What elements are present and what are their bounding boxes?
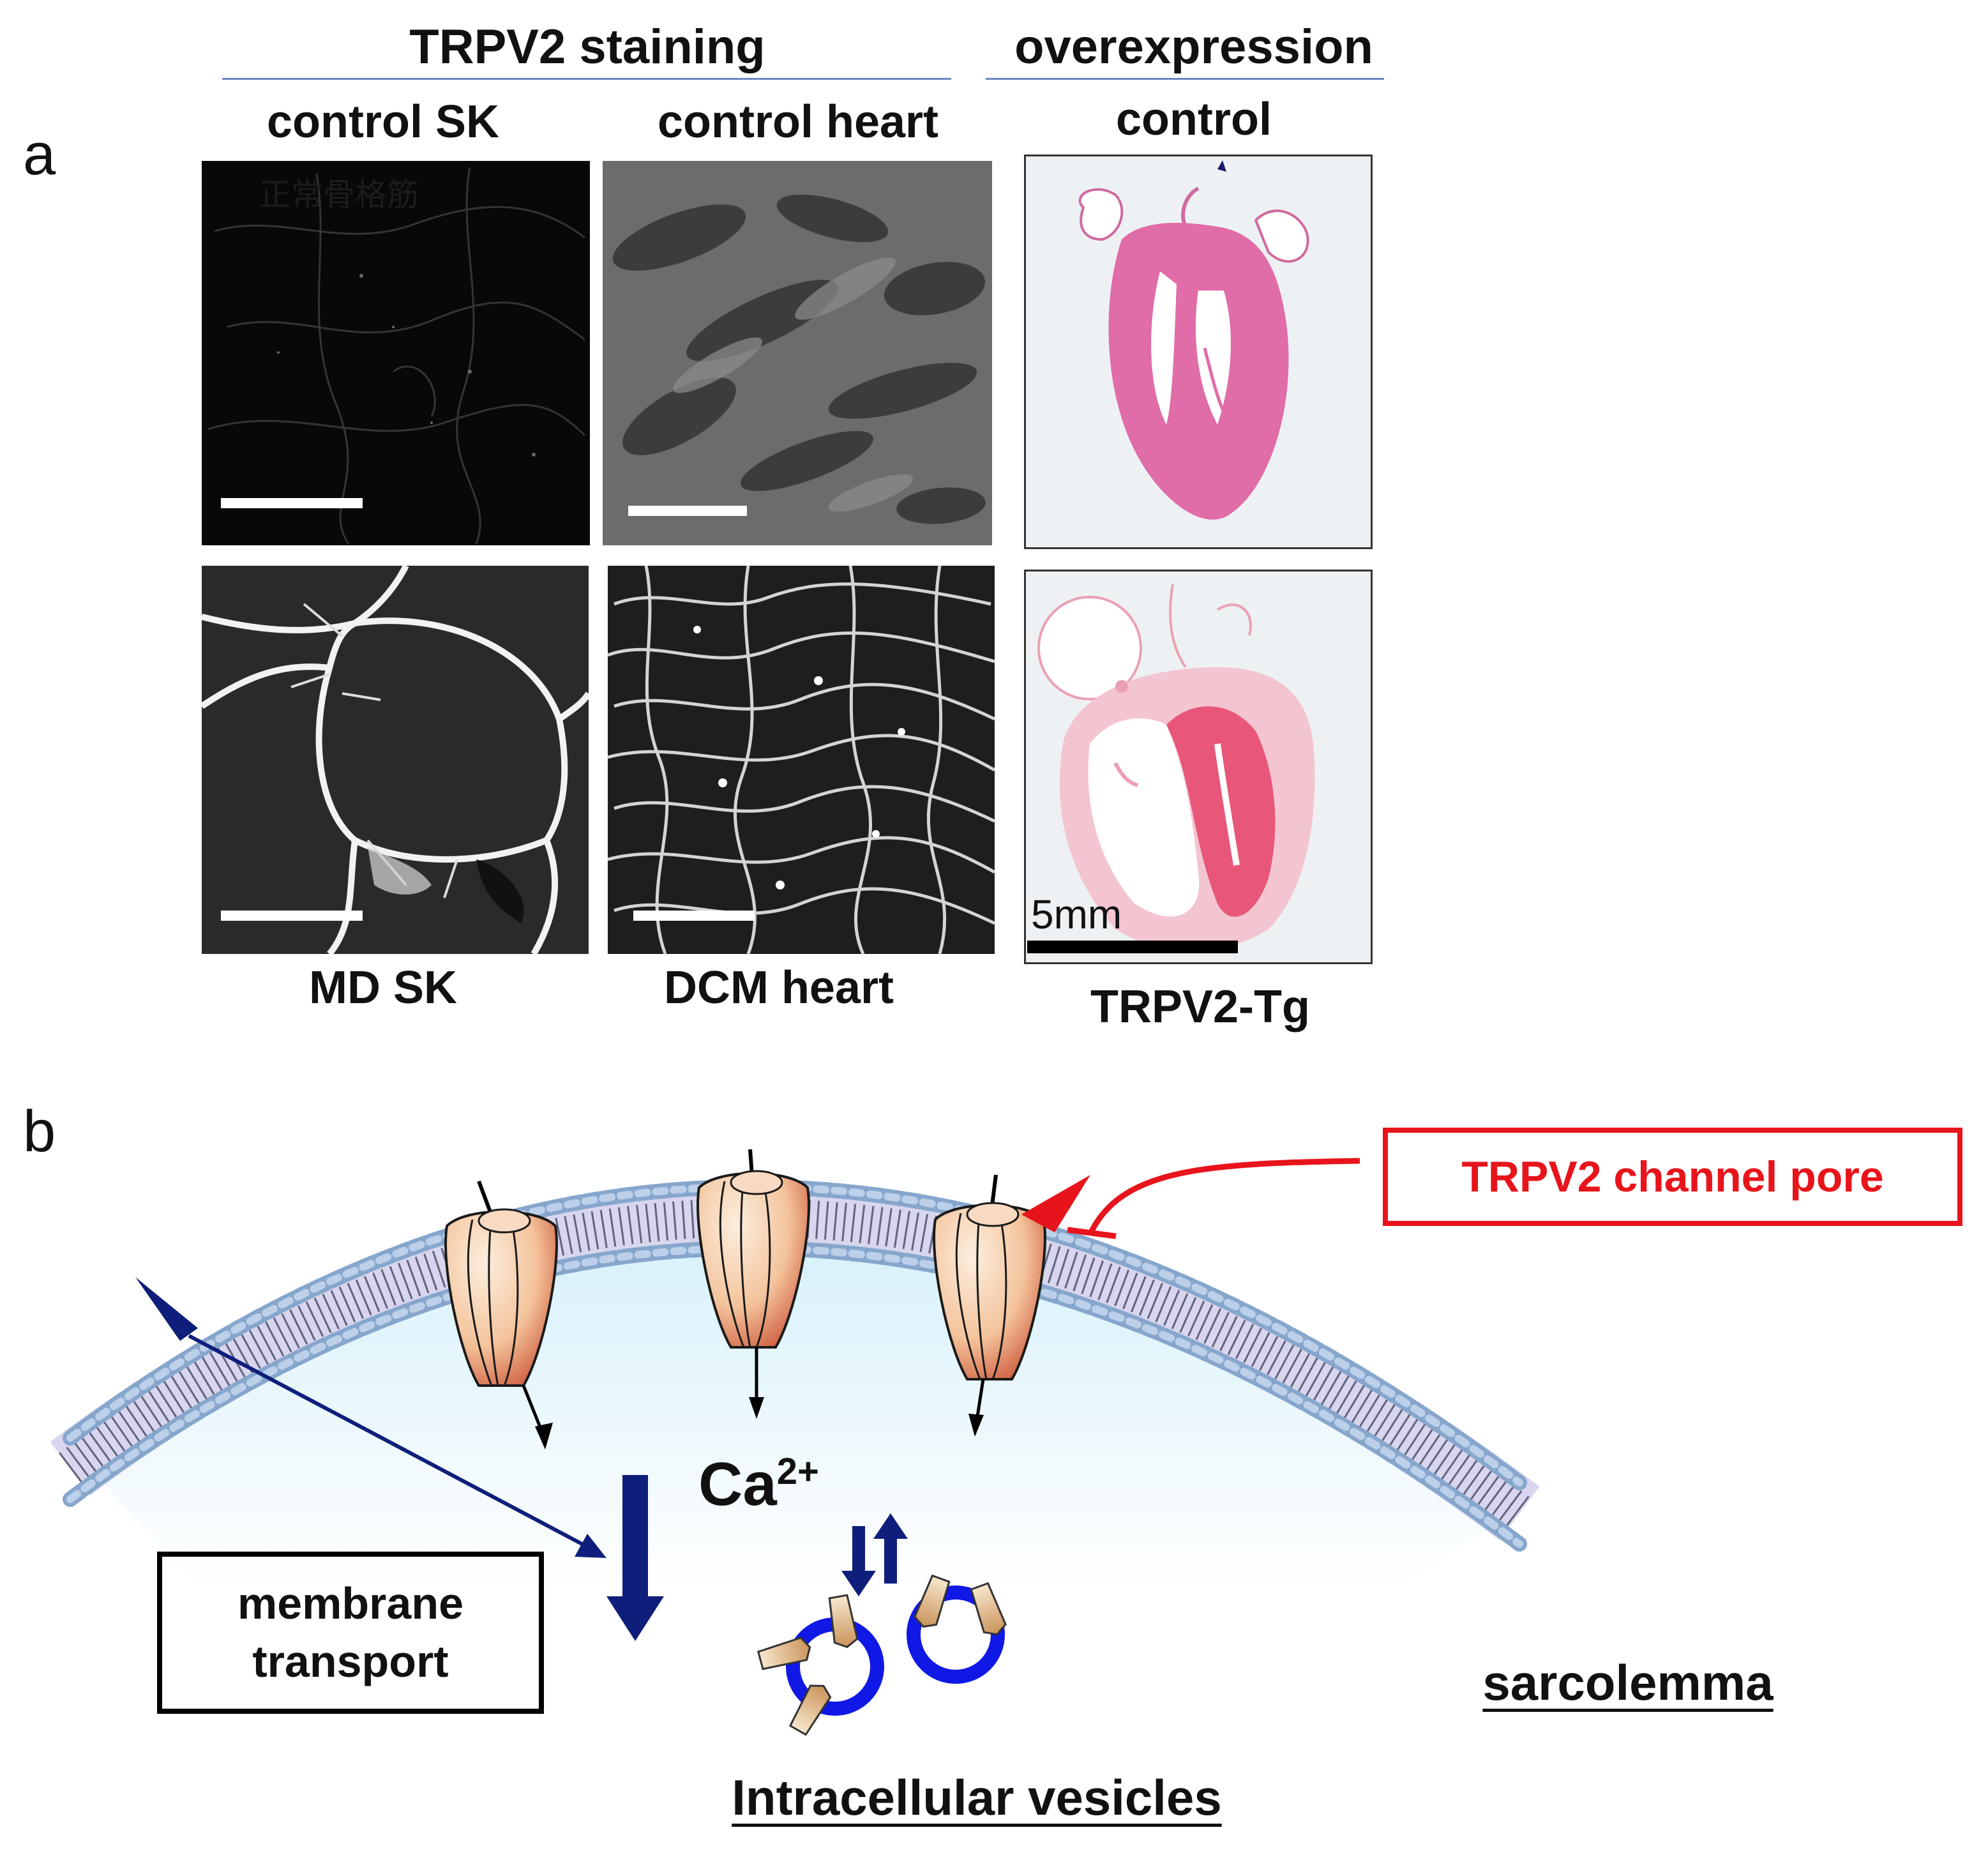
calcium-charge: 2+ xyxy=(776,1451,819,1492)
label-control-heart: control heart xyxy=(657,96,939,147)
header-overexpression-underline xyxy=(986,78,1384,80)
label-control-sk: control SK xyxy=(266,96,499,147)
scale-bar-tg xyxy=(1027,941,1238,953)
micrograph-dcm-heart xyxy=(608,566,995,954)
pore-inhibition-line xyxy=(1088,1158,1360,1233)
trpv2-channel-1 xyxy=(444,1180,558,1449)
sarcolemma-label: sarcolemma xyxy=(1482,1654,1773,1711)
scale-bar-md-sk xyxy=(221,911,363,921)
pore-label: TRPV2 channel pore xyxy=(1461,1153,1884,1201)
vesicles-label: Intracellular vesicles xyxy=(732,1769,1222,1826)
trpv2-channel-3 xyxy=(933,1174,1046,1437)
transport-pointer-icon xyxy=(135,1277,198,1341)
he-section-trpv2-tg: 5mm xyxy=(1024,570,1373,964)
header-overexpression: overexpression xyxy=(1014,20,1373,74)
vesicle-2 xyxy=(907,1574,1007,1684)
scale-label: 5mm xyxy=(1031,891,1122,937)
pore-inhibition-bar xyxy=(1067,1227,1117,1239)
transport-label-line1: membrane xyxy=(237,1578,464,1628)
membrane-transport-box: membrane transport xyxy=(157,1552,544,1714)
micrograph-control-sk: 正常骨格筋 xyxy=(202,161,590,545)
pore-pointer-icon xyxy=(1021,1175,1090,1232)
he-section-control xyxy=(1024,155,1373,549)
scale-bar-control-sk xyxy=(221,498,363,508)
transport-arrow-line xyxy=(188,1334,600,1555)
micrograph-md-sk xyxy=(202,566,589,954)
header-staining-underline xyxy=(222,78,951,80)
vesicle-1 xyxy=(757,1594,884,1736)
transport-arrow-head xyxy=(575,1534,606,1558)
faint-overlay-text: 正常骨格筋 xyxy=(259,176,419,213)
panel-b-letter: b xyxy=(23,1099,56,1164)
panel-a-letter: a xyxy=(23,122,56,187)
down-arrow-icon xyxy=(606,1475,664,1641)
transport-label-line2: transport xyxy=(252,1637,449,1686)
header-trpv2-staining: TRPV2 staining xyxy=(409,20,765,74)
label-trpv2-tg: TRPV2-Tg xyxy=(1090,981,1310,1032)
calcium-label: Ca2+ xyxy=(698,1449,819,1520)
exchange-down-arrow-icon xyxy=(841,1526,876,1596)
scale-bar-control-heart xyxy=(628,506,747,516)
calcium-symbol: Ca xyxy=(698,1450,777,1518)
micrograph-control-heart xyxy=(603,161,992,545)
trpv2-channel-2 xyxy=(697,1149,810,1419)
label-dcm-heart: DCM heart xyxy=(663,962,894,1013)
pore-label-box: TRPV2 channel pore xyxy=(1383,1128,1962,1226)
scale-bar-dcm-heart xyxy=(633,911,755,921)
label-md-sk: MD SK xyxy=(309,962,457,1013)
label-control: control xyxy=(1116,94,1272,145)
exchange-up-arrow-icon xyxy=(873,1513,908,1584)
